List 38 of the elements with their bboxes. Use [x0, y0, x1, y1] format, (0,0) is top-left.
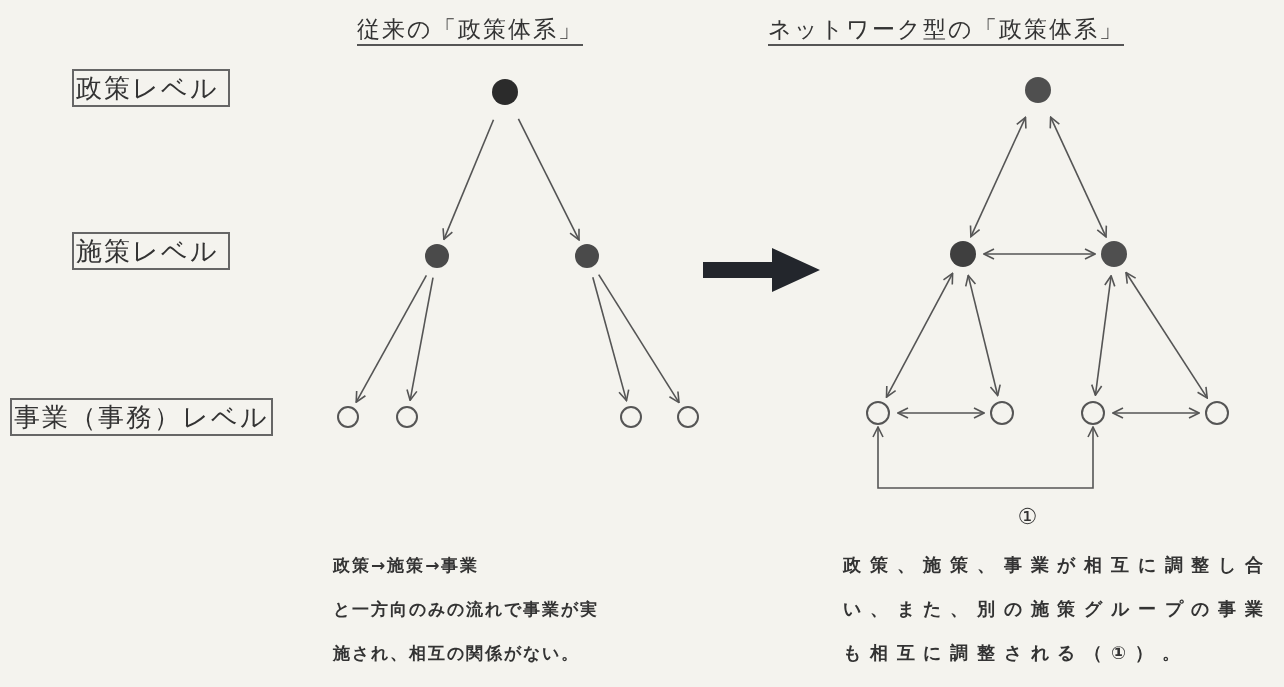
filled-dot [950, 241, 976, 267]
hollow-circle [1205, 401, 1229, 425]
arrow [1090, 275, 1116, 396]
hollow-circle [337, 406, 359, 428]
arrow [964, 274, 1001, 397]
hollow-circle [620, 406, 642, 428]
arrow [897, 407, 985, 419]
arrow [969, 116, 1027, 238]
hollow-circle [1081, 401, 1105, 425]
filled-dot [425, 244, 449, 268]
arrow [885, 272, 954, 398]
filled-dot [575, 244, 599, 268]
level-box: 施策レベル [72, 232, 230, 270]
filled-dot [492, 79, 518, 105]
arrow [592, 276, 630, 402]
arrow [517, 118, 580, 241]
arrow [406, 276, 434, 402]
hollow-circle [990, 401, 1014, 425]
arrow [1112, 407, 1200, 419]
heading: 従来の「政策体系」 [357, 14, 583, 46]
filled-dot [1025, 77, 1051, 103]
note-text: 政策、施策、事業が相互に調整し合い、また、別の施策グループの事業も相互に調整される（①）。 [843, 553, 1273, 665]
arrow [1049, 116, 1108, 238]
hollow-circle [866, 401, 890, 425]
filled-dot [1101, 241, 1127, 267]
arrow [597, 273, 680, 404]
arrow [983, 248, 1096, 260]
level-box: 政策レベル [72, 69, 230, 107]
arrow [1125, 271, 1208, 399]
hollow-circle [396, 406, 418, 428]
heading: ネットワーク型の「政策体系」 [768, 14, 1124, 46]
level-box: 事業（事務）レベル [10, 398, 273, 436]
note-text: と一方向のみの流れで事業が実施され、相互の関係がない。 [333, 598, 600, 665]
note-text: 政策→施策→事業 [333, 554, 481, 577]
hollow-circle [677, 406, 699, 428]
arrow [872, 426, 1099, 489]
arrow [355, 274, 428, 403]
arrow [442, 118, 495, 241]
